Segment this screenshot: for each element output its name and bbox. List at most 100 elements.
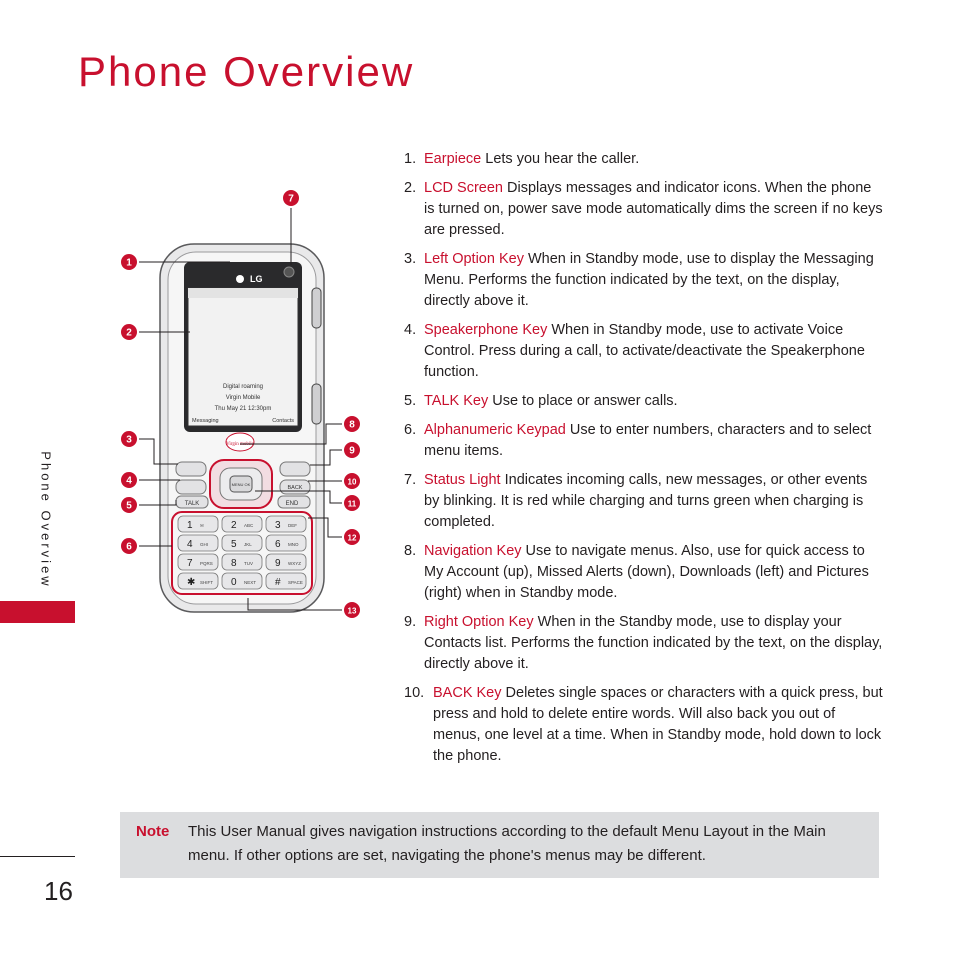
keypad-key-letters: MNO <box>288 542 299 547</box>
callout-number: 8 <box>349 420 355 431</box>
item-desc: Use to navigate menus. Also, use for qui… <box>424 543 869 601</box>
item-term: BACK Key <box>433 685 502 701</box>
callout-line-8 <box>240 423 342 445</box>
keypad-key-digit: 2 <box>231 520 237 531</box>
keypad-key <box>265 553 307 571</box>
callout-number: 2 <box>126 328 132 339</box>
keypad-key <box>177 572 219 590</box>
callout-marker <box>121 472 137 488</box>
callout-line-11 <box>255 490 342 504</box>
keypad-key-letters: WXYZ <box>288 561 301 566</box>
item-term: Alphanumeric Keypad <box>424 422 566 438</box>
phone-illustration: LG Digital roaming Virgin Mobile Thu May… <box>121 190 360 618</box>
item-desc: When in Standby mode, use to activate Vo… <box>424 322 865 380</box>
screen-status-bar <box>188 288 298 298</box>
callout-marker <box>344 473 360 489</box>
item-desc: When in Standby mode, use to display the… <box>424 251 874 309</box>
keypad-key-digit: 3 <box>275 520 281 531</box>
list-item: 10.BACK Key Deletes single spaces or cha… <box>404 685 883 764</box>
note-box: Note This User Manual gives navigation i… <box>120 812 879 878</box>
callout-number: 10 <box>348 478 357 487</box>
item-desc: When in the Standby mode, use to display… <box>424 614 883 672</box>
keypad-key-digit: # <box>275 577 281 588</box>
side-button-bottom <box>311 383 322 425</box>
callout-number: 1 <box>126 258 132 269</box>
talk-key-label: TALK <box>185 501 200 507</box>
keypad-key <box>177 553 219 571</box>
keypad-key-digit: 7 <box>187 558 193 569</box>
item-term: Earpiece <box>424 151 482 167</box>
list-item: 1.Earpiece Lets you hear the caller. <box>404 151 640 167</box>
menu-ok-label: MENU OK <box>232 482 251 487</box>
list-item: 3.Left Option Key When in Standby mode, … <box>404 251 874 309</box>
keypad-key <box>265 515 307 533</box>
screen-text-line3: Thu May 21 12:30pm <box>215 406 272 412</box>
screen-softkey-left: Messaging <box>192 418 219 424</box>
callout-marker <box>283 190 299 206</box>
keypad-key-digit: 0 <box>231 577 237 588</box>
keypad-key-letters: DEF <box>288 523 297 528</box>
callout-marker <box>121 538 137 554</box>
item-term: TALK Key <box>424 393 489 409</box>
callout-number: 6 <box>126 542 132 553</box>
callout-marker <box>344 602 360 618</box>
list-item: 7.Status Light Indicates incoming calls,… <box>404 472 868 530</box>
keypad-key-letters: TUV <box>244 561 253 566</box>
item-desc: Use to enter numbers, characters and to … <box>424 422 872 459</box>
menu-ok-key <box>229 475 253 493</box>
keypad-key-letters: SHIFT <box>200 580 213 585</box>
keypad-key-digit: ✱ <box>187 577 195 588</box>
side-button-top <box>311 287 322 329</box>
keypad-key-digit: 4 <box>187 539 193 550</box>
keypad-key-letters: JKL <box>244 542 252 547</box>
callout-marker <box>344 495 360 511</box>
footer-rule <box>0 856 75 857</box>
keypad-key-digit: 9 <box>275 558 281 569</box>
item-term: Navigation Key <box>424 543 522 559</box>
callout-marker <box>121 497 137 513</box>
earpiece-icon <box>283 266 295 278</box>
keypad-key <box>265 572 307 590</box>
keypad-outline <box>171 511 313 595</box>
component-list: 1.Earpiece Lets you hear the caller. 2.L… <box>404 149 884 775</box>
side-section-tab <box>0 601 75 623</box>
note-text: This User Manual gives navigation instru… <box>188 823 826 864</box>
end-key-label: END <box>286 501 299 507</box>
list-item: 6.Alphanumeric Keypad Use to enter numbe… <box>404 422 872 459</box>
item-desc: Displays messages and indicator icons. W… <box>424 180 883 238</box>
callout-line-5 <box>139 500 177 506</box>
keypad-key <box>221 572 263 590</box>
end-key <box>277 495 311 509</box>
list-item: 8.Navigation Key Use to navigate menus. … <box>404 543 869 601</box>
callout-marker <box>344 529 360 545</box>
screen-text-line2: Virgin Mobile <box>226 395 261 401</box>
brand-logo-mark <box>236 275 244 283</box>
callout-line-12 <box>308 517 342 538</box>
brand-logo: LG <box>250 274 263 284</box>
keypad-key-digit: 5 <box>231 539 237 550</box>
keypad-key-letters: NEXT <box>244 580 256 585</box>
keypad-key <box>265 534 307 552</box>
list-item: 2.LCD Screen Displays messages and indic… <box>404 180 883 238</box>
keypad-key <box>221 553 263 571</box>
item-term: Speakerphone Key <box>424 322 548 338</box>
callout-marker <box>344 442 360 458</box>
right-softkey <box>279 461 311 477</box>
keypad-key-digit: 8 <box>231 558 237 569</box>
item-term: Left Option Key <box>424 251 524 267</box>
callout-number: 7 <box>288 194 294 205</box>
callout-marker <box>121 431 137 447</box>
page-number: 16 <box>44 876 73 906</box>
callout-number: 4 <box>126 476 132 487</box>
keypad-key <box>177 515 219 533</box>
keypad-key-digit: 1 <box>187 520 193 531</box>
keypad-key-letters: SPACE <box>288 580 303 585</box>
callout-line-9 <box>310 449 342 466</box>
carrier-logo <box>225 432 255 452</box>
keypad-key <box>221 515 263 533</box>
keypad-key-letters: PQRS <box>200 561 213 566</box>
screen-softkey-right: Contacts <box>272 418 294 424</box>
callout-number: 13 <box>348 607 357 616</box>
callout-marker <box>344 416 360 432</box>
